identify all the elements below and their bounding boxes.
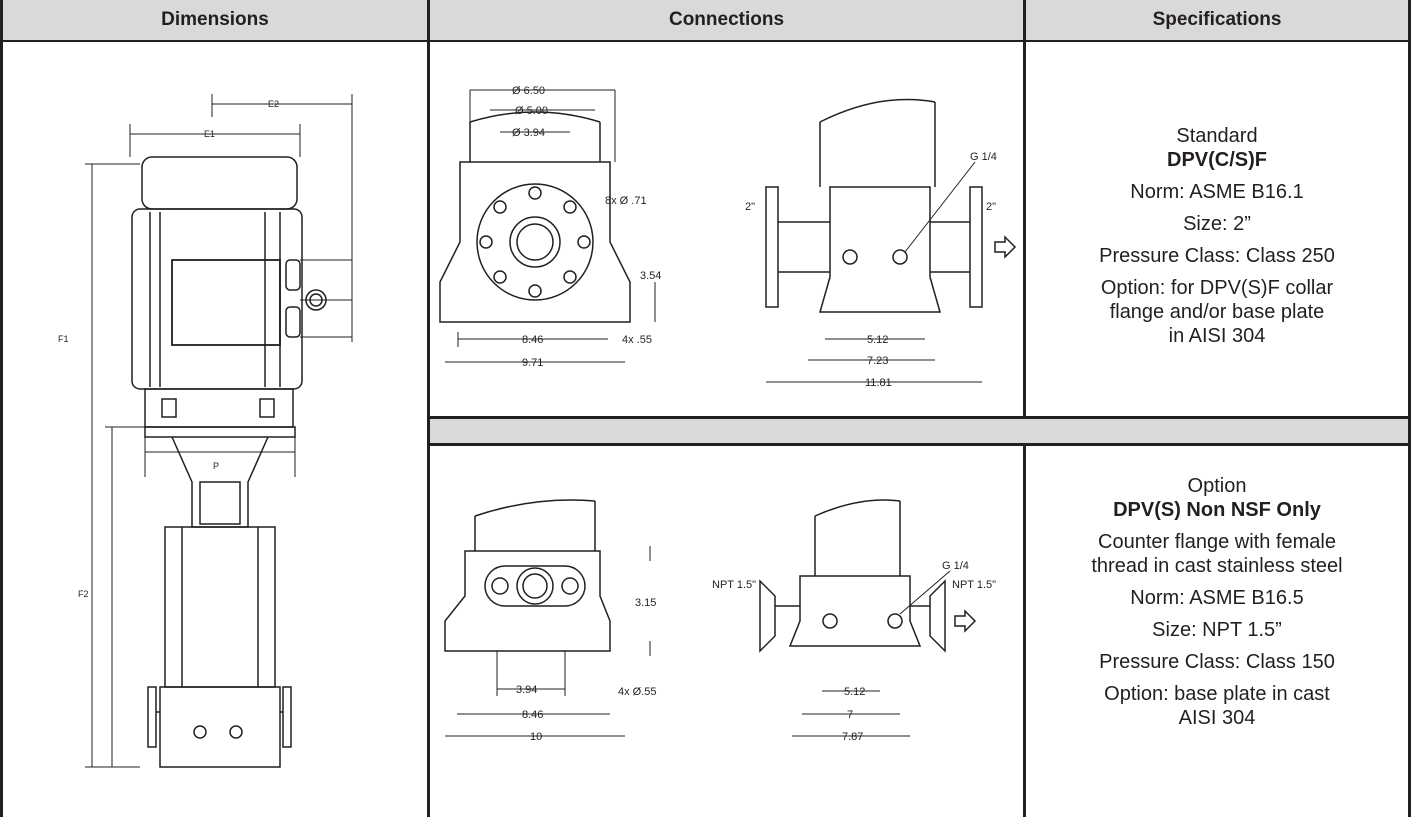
row-spacer <box>430 419 1408 443</box>
row-divider-top <box>430 416 1411 419</box>
header-specifications-label: Specifications <box>1152 9 1282 30</box>
opt-front-inner: 3.94 <box>516 684 537 696</box>
option-spec-option-2: AISI 304 <box>1178 707 1256 729</box>
label-e2: E2 <box>268 99 279 109</box>
opt-front-base-holes: 4x Ø.55 <box>618 686 657 698</box>
std-front-height: 3.54 <box>640 270 661 282</box>
opt-front-height: 3.15 <box>635 597 656 609</box>
header-specifications: Specifications <box>1026 0 1411 40</box>
option-spec-desc-2: thread in cast stainless steel <box>1091 555 1343 577</box>
std-side-w2: 7.23 <box>867 355 888 367</box>
col-divider-2 <box>1023 40 1026 418</box>
standard-spec-option-1: Option: for DPV(S)F collar <box>1100 277 1334 299</box>
std-side-right-size: 2" <box>986 201 996 213</box>
standard-spec-kind: Standard <box>1176 125 1258 147</box>
header-bottom-border <box>0 40 1411 42</box>
option-spec-norm: Norm: ASME B16.5 <box>1130 587 1304 609</box>
option-spec-model: DPV(S) Non NSF Only <box>1113 499 1321 521</box>
standard-spec-option-2: flange and/or base plate <box>1109 301 1325 323</box>
std-front-d3: Ø 3.94 <box>512 127 545 139</box>
col-left-border <box>0 40 3 817</box>
option-spec-option-1: Option: base plate in cast <box>1104 683 1330 705</box>
opt-front-w2: 10 <box>530 731 542 743</box>
label-f2: F2 <box>78 589 89 599</box>
std-front-d1: Ø 6.50 <box>512 85 545 97</box>
opt-side-w2: 7 <box>847 709 853 721</box>
col-right-border <box>1408 40 1411 817</box>
opt-side-w3: 7.87 <box>842 731 863 743</box>
label-f1: F1 <box>58 334 69 344</box>
option-spec-desc-1: Counter flange with female <box>1098 531 1336 553</box>
option-connection-drawing: 3.15 3.94 8.46 10 4x Ø.55 G 1/4 NPT 1.5"… <box>444 499 996 743</box>
label-p: P <box>213 461 219 471</box>
opt-front-w1: 8.46 <box>522 709 543 721</box>
header-dimensions-label: Dimensions <box>161 9 269 30</box>
std-front-base-holes: 4x .55 <box>622 334 652 346</box>
row-divider-bottom <box>430 443 1411 446</box>
option-spec-size: Size: NPT 1.5” <box>1152 619 1282 641</box>
header-connections: Connections <box>430 0 1026 40</box>
std-front-width-outer: 9.71 <box>522 357 543 369</box>
standard-spec-size: Size: 2” <box>1183 213 1251 235</box>
std-side-w3: 11.81 <box>865 377 892 389</box>
opt-side-w1: 5.12 <box>844 686 865 698</box>
label-e1: E1 <box>204 129 215 139</box>
pump-dimension-drawing: E1 E2 F1 F2 P <box>58 94 353 768</box>
std-front-holes: 8x Ø .71 <box>605 195 647 207</box>
option-spec-pressure: Pressure Class: Class 150 <box>1099 651 1335 673</box>
option-spec: Option DPV(S) Non NSF Only Counter flang… <box>1026 474 1408 730</box>
standard-spec-pressure: Pressure Class: Class 250 <box>1099 245 1335 267</box>
col-divider-2b <box>1023 445 1026 817</box>
std-side-w1: 5.12 <box>867 334 888 346</box>
std-front-width-inner: 8.46 <box>522 334 543 346</box>
std-front-d2: Ø 5.00 <box>515 105 548 117</box>
opt-side-right-size: NPT 1.5" <box>952 579 996 591</box>
option-spec-kind: Option <box>1187 475 1247 497</box>
header-dimensions: Dimensions <box>0 0 430 40</box>
opt-side-gauge: G 1/4 <box>942 560 969 572</box>
standard-spec: Standard DPV(C/S)F Norm: ASME B16.1 Size… <box>1026 124 1408 348</box>
std-side-gauge: G 1/4 <box>970 151 997 163</box>
header-connections-label: Connections <box>668 9 785 30</box>
standard-spec-option-3: in AISI 304 <box>1168 325 1266 347</box>
std-side-left-size: 2" <box>745 201 755 213</box>
opt-side-left-size: NPT 1.5" <box>712 579 756 591</box>
standard-connection-drawing: Ø 6.50 Ø 5.00 Ø 3.94 8x Ø .71 3.54 8.46 … <box>439 85 1017 389</box>
standard-spec-norm: Norm: ASME B16.1 <box>1130 181 1304 203</box>
col-divider-1 <box>427 40 430 817</box>
standard-spec-model: DPV(C/S)F <box>1167 149 1267 171</box>
